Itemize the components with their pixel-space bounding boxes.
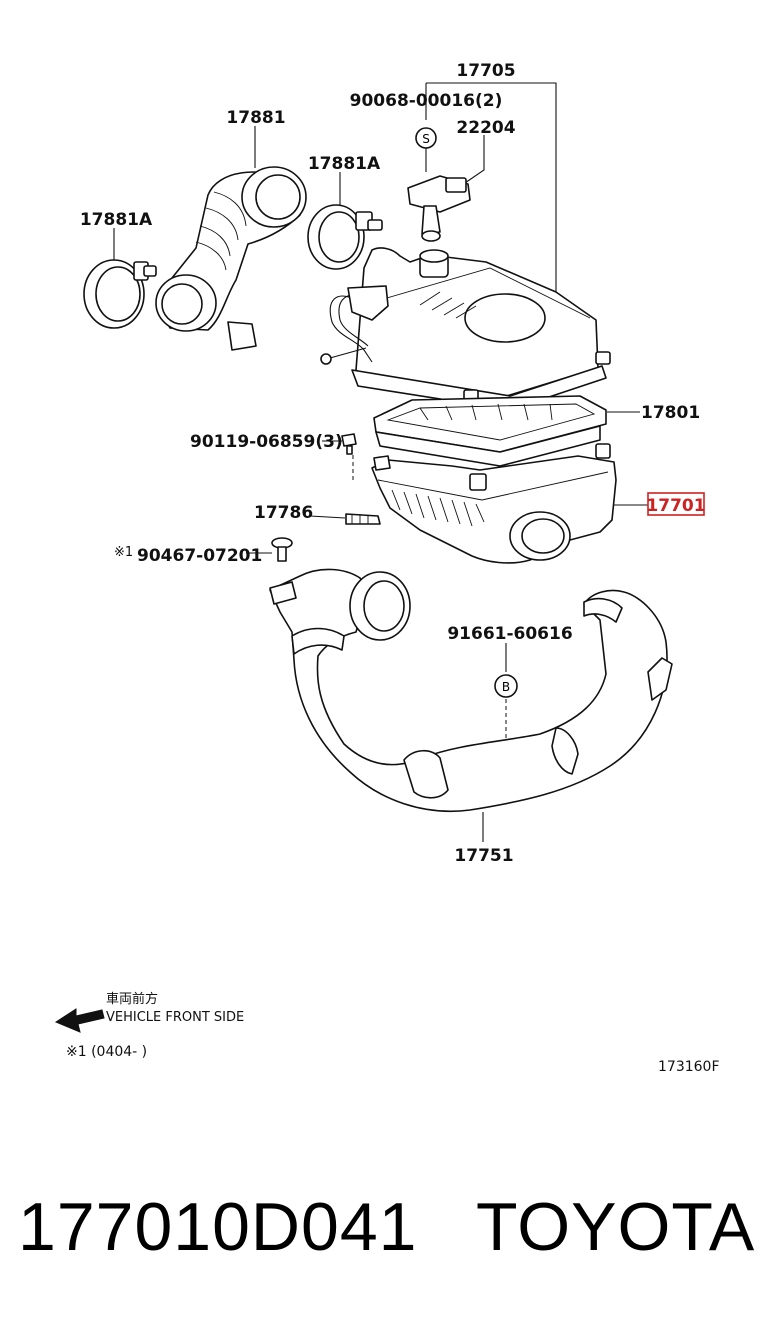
airflow-sensor-22204 — [407, 175, 471, 242]
label-91661-60616: 91661-60616 — [447, 624, 572, 644]
circle-s-label: S — [422, 132, 430, 146]
label-22204: 22204 — [456, 118, 515, 138]
filter-element-17801 — [373, 395, 607, 467]
label-17881a-left: 17881A — [80, 210, 153, 230]
leader-lines — [113, 82, 648, 842]
bolt-90068: S — [415, 127, 437, 149]
label-17881: 17881 — [226, 108, 285, 128]
label-90119-06859: 90119-06859(3) — [190, 432, 343, 452]
footer-title: 177010D041 TOYOTA — [18, 1188, 755, 1266]
label-90068-00016: 90068-00016(2) — [350, 91, 503, 111]
intake-hose-17881 — [155, 166, 307, 351]
clamp-17881a-upper — [307, 204, 383, 270]
highlight-box-17701 — [647, 492, 705, 516]
bolt-90119 — [341, 433, 357, 455]
air-cleaner-cap-17705 — [320, 247, 611, 411]
footer-spacer — [417, 1189, 475, 1265]
label-17801: 17801 — [641, 403, 700, 423]
diagram-code: 173160F — [658, 1059, 720, 1075]
intake-hose-17751 — [269, 568, 673, 813]
label-90467-mark: ※1 — [114, 545, 133, 560]
clip-91661: B — [494, 674, 518, 698]
clip-90467 — [271, 537, 293, 562]
label-90467-07201: 90467-07201 — [137, 546, 262, 566]
vehicle-front-en: VEHICLE FRONT SIDE — [106, 1010, 244, 1025]
label-17751: 17751 — [454, 846, 513, 866]
clamp-17786 — [345, 513, 381, 525]
clamp-17881a-left — [83, 259, 157, 329]
label-17701: 17701 — [646, 496, 705, 516]
air-cleaner-case-17701 — [371, 443, 617, 564]
label-17786: 17786 — [254, 503, 313, 523]
vehicle-front-arrow — [54, 1008, 105, 1033]
label-17705: 17705 — [456, 61, 515, 81]
label-17881a-upper: 17881A — [308, 154, 381, 174]
footer-part-number: 177010D041 — [18, 1189, 418, 1265]
vehicle-front-jp: 車両前方 — [106, 991, 158, 1007]
footer-brand: TOYOTA — [475, 1189, 756, 1265]
circle-b-label: B — [502, 680, 510, 694]
footnote: ※1 (0404- ) — [66, 1044, 147, 1060]
